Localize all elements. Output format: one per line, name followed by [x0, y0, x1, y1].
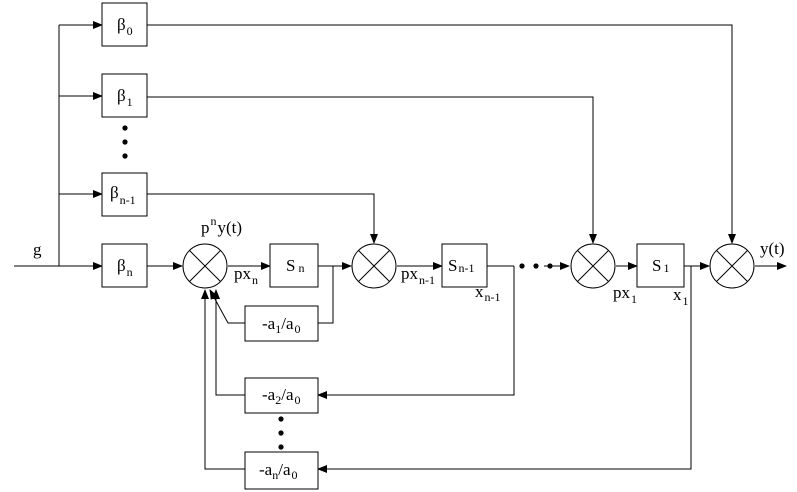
dot [122, 125, 128, 131]
input-label: g [33, 240, 42, 259]
fb2-tap [317, 266, 515, 399]
x-1-label: x1 [673, 285, 689, 308]
dot [122, 153, 128, 159]
svg-text:-a1/a0: -a1/a0 [262, 314, 301, 336]
svg-text:βn-1: βn-1 [110, 183, 136, 207]
beta0-to-sum4 [147, 24, 736, 244]
feedback-block-an: -an/a0 [244, 451, 319, 490]
beta1-to-sum3 [147, 96, 597, 244]
summing-junction-3 [570, 243, 616, 289]
summing-junction-4 [709, 243, 755, 289]
summing-junction-1 [182, 243, 228, 289]
ellipsis-dots [122, 125, 553, 450]
px-n1-label: pxn-1 [401, 264, 435, 287]
svg-text:βn: βn [117, 256, 133, 279]
px-n-label: pxn [234, 264, 258, 287]
pn-y-label: pny(t) [201, 214, 242, 237]
fb1-return [209, 289, 245, 324]
svg-text:β0: β0 [117, 15, 133, 38]
svg-text:-a2/a0: -a2/a0 [262, 385, 301, 407]
px-1-label: px1 [613, 283, 637, 306]
fbn-tap [317, 266, 692, 473]
beta-block-n-1: βn-1 [101, 172, 148, 217]
s-block-n-1: Sn-1 [441, 243, 488, 288]
beta-blocks: β0 β1 βn-1 βn [101, 2, 148, 288]
summing-junction-2 [351, 243, 397, 289]
fb1-tap [318, 266, 334, 324]
fbn-return [201, 289, 245, 470]
svg-text:β1: β1 [117, 86, 133, 109]
feedback-blocks: -a1/a0 -a2/a0 -an/a0 [244, 305, 319, 490]
beta-n1-to-sum2 [147, 193, 378, 244]
dot [547, 263, 553, 269]
x-n1-label: xn-1 [475, 282, 501, 304]
svg-text:-an/a0: -an/a0 [259, 460, 298, 482]
feedback-block-a2: -a2/a0 [244, 377, 319, 414]
fb2-return [212, 289, 245, 396]
dot [278, 430, 284, 436]
beta-block-1: β1 [101, 73, 148, 118]
beta-block-n: βn [101, 243, 148, 288]
summing-junctions [182, 243, 755, 289]
dot [278, 416, 284, 422]
dot [278, 444, 284, 450]
svg-text:S1: S1 [652, 256, 669, 275]
svg-text:Sn: Sn [286, 256, 304, 275]
connections [14, 21, 787, 473]
dot [533, 263, 539, 269]
dot [122, 139, 128, 145]
dot [519, 263, 525, 269]
output-label: y(t) [760, 239, 785, 258]
svg-text:Sn-1: Sn-1 [448, 256, 474, 275]
signal-labels: g y(t) pny(t) pxn pxn-1 xn-1 px1 x1 [33, 214, 785, 308]
feedback-block-a1: -a1/a0 [244, 305, 319, 342]
beta-block-0: β0 [101, 2, 148, 47]
